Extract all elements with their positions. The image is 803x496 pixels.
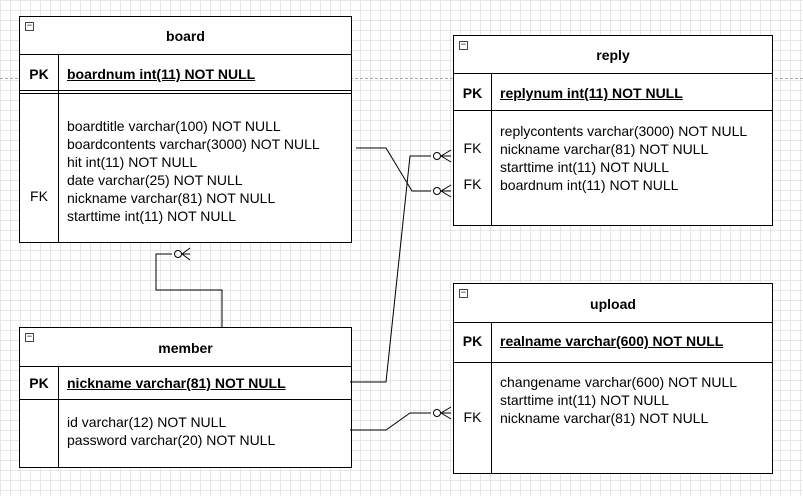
entity-title: member <box>158 340 213 356</box>
entity-board[interactable]: − board PK boardnum int(11) NOT NULL FK … <box>19 16 352 243</box>
minus-box-icon[interactable]: − <box>459 288 468 298</box>
field-list: boardtitle varchar(100) NOT NULL boardco… <box>67 117 320 225</box>
entity-title: reply <box>596 47 630 63</box>
entity-title: board <box>166 28 205 44</box>
edge-member-reply <box>350 149 452 383</box>
page-break-line <box>0 78 803 79</box>
field-list: changename varchar(600) NOT NULL startti… <box>500 373 737 427</box>
fk-label: FK <box>30 188 48 204</box>
field-row: changename varchar(600) NOT NULL <box>500 374 738 390</box>
field-row: nickname varchar(81) NOT NULL <box>67 190 276 206</box>
edge-member-board <box>155 247 223 327</box>
field-row: boardtitle varchar(100) NOT NULL <box>67 118 281 134</box>
pk-field: nickname varchar(81) NOT NULL <box>67 375 286 391</box>
pk-label: PK <box>29 66 49 82</box>
minus-box-icon[interactable]: − <box>25 332 34 342</box>
field-list: id varchar(12) NOT NULL password varchar… <box>67 413 275 449</box>
entity-member[interactable]: − member PK nickname varchar(81) NOT NUL… <box>19 327 352 468</box>
edge-board-reply <box>356 147 452 198</box>
minus-box-icon[interactable]: − <box>459 40 468 50</box>
field-list: replycontents varchar(3000) NOT NULL nic… <box>500 122 747 194</box>
field-row: starttime int(11) NOT NULL <box>500 392 670 408</box>
fk-label: FK <box>463 140 482 156</box>
field-row: password varchar(20) NOT NULL <box>67 432 276 448</box>
pk-label: PK <box>462 85 483 101</box>
pk-label: PK <box>29 375 49 391</box>
fk-label: FK <box>463 409 482 425</box>
field-row: boardcontents varchar(3000) NOT NULL <box>67 136 320 152</box>
field-row: replycontents varchar(3000) NOT NULL <box>500 123 748 139</box>
entity-upload[interactable]: − upload PK realname varchar(600) NOT NU… <box>453 283 773 474</box>
pk-label: PK <box>462 333 483 349</box>
field-row: nickname varchar(81) NOT NULL <box>500 410 709 426</box>
pk-field: replynum int(11) NOT NULL <box>500 85 683 101</box>
fk-label: FK <box>463 176 482 192</box>
edge-member-upload <box>350 406 452 431</box>
field-row: nickname varchar(81) NOT NULL <box>500 141 709 157</box>
entity-reply[interactable]: − reply PK replynum int(11) NOT NULL FK … <box>453 35 773 226</box>
field-row: starttime int(11) NOT NULL <box>500 159 670 175</box>
minus-box-icon[interactable]: − <box>25 21 34 31</box>
field-row: hit int(11) NOT NULL <box>67 154 198 170</box>
pk-field: realname varchar(600) NOT NULL <box>500 333 724 349</box>
pk-field: boardnum int(11) NOT NULL <box>67 66 256 82</box>
field-row: date varchar(25) NOT NULL <box>67 172 243 188</box>
field-row: boardnum int(11) NOT NULL <box>500 177 679 193</box>
entity-title: upload <box>590 296 636 312</box>
field-row: starttime int(11) NOT NULL <box>67 208 237 224</box>
field-row: id varchar(12) NOT NULL <box>67 414 227 430</box>
